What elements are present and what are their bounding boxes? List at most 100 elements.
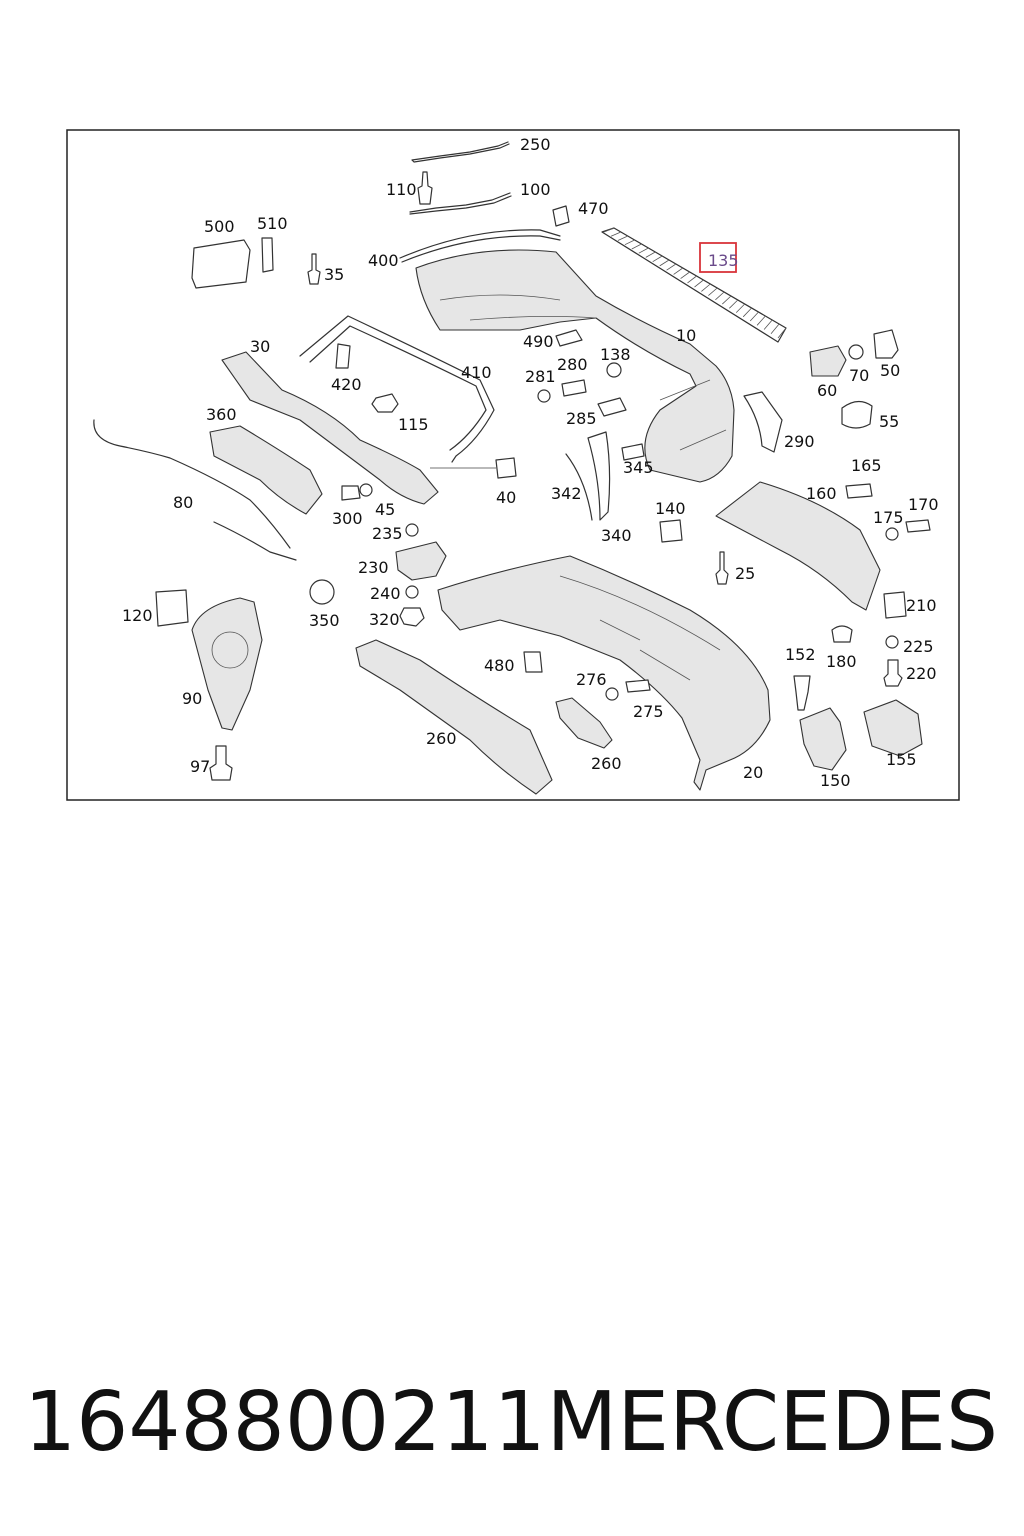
label-20: 20 [743,763,763,782]
label-175: 175 [873,508,904,527]
bolt-170 [905,519,931,533]
bracket-360 [209,425,323,515]
label-250: 250 [520,135,551,154]
washer-225 [885,635,899,649]
bolt-345 [621,443,645,461]
label-160: 160 [806,484,837,503]
label-140: 140 [655,499,686,518]
label-240: 240 [370,584,401,603]
label-45: 45 [375,500,395,519]
lower-cover-160 [715,481,881,611]
label-97: 97 [190,757,210,776]
label-300: 300 [332,509,363,528]
cover-120 [155,589,189,627]
label-281: 281 [525,367,556,386]
label-260-right: 260 [591,754,622,773]
label-280: 280 [557,355,588,374]
label-275: 275 [633,702,664,721]
bumper-lower-20 [437,555,771,791]
callout-labels: 250 110 100 470 500 510 400 35 135 10 49… [122,135,939,790]
trim-strip-100 [409,192,512,215]
clip-480 [523,651,543,673]
label-138: 138 [600,345,631,364]
washer-235 [405,523,419,537]
label-90: 90 [182,689,202,708]
side-bracket-30 [221,351,439,505]
label-150: 150 [820,771,851,790]
clip-115 [371,393,399,413]
label-480: 480 [484,656,515,675]
bumper-upper-10 [415,249,735,483]
screw-35 [307,253,321,285]
label-276: 276 [576,670,607,689]
label-50: 50 [880,361,900,380]
nut-300 [341,485,361,501]
washer-45 [359,483,373,497]
guide-155 [863,699,923,757]
clip-470 [552,205,570,227]
label-165: 165 [851,456,882,475]
nut-320 [399,607,425,627]
label-470: 470 [578,199,609,218]
screw-25 [715,551,729,585]
label-55: 55 [879,412,899,431]
highlight-box-135 [699,242,737,273]
clip-152 [793,675,811,711]
trim-290 [743,391,783,453]
sensor-50 [873,329,899,359]
brand-text: MERCEDES [546,1375,998,1470]
caption-bar: 1648800211 MERCEDES [0,1368,1024,1478]
bracket-230 [395,541,447,581]
label-220: 220 [906,664,937,683]
washer-138 [606,362,622,378]
label-285: 285 [566,409,597,428]
bolt-165 [845,483,873,499]
sensor-40 [495,457,517,479]
bolt-97 [209,745,233,781]
cover-500 [191,239,251,289]
bracket-260-long [355,639,553,795]
bolt-280 [561,379,587,397]
label-410: 410 [461,363,492,382]
washer-281 [537,389,551,403]
label-510: 510 [257,214,288,233]
label-35: 35 [324,265,344,284]
clip-285 [597,397,627,417]
clip-420 [335,343,351,369]
label-180: 180 [826,652,857,671]
label-490: 490 [523,332,554,351]
label-10: 10 [676,326,696,345]
label-420: 420 [331,375,362,394]
label-120: 120 [122,606,153,625]
clip-210 [883,591,907,619]
label-345: 345 [623,458,654,477]
label-40: 40 [496,488,516,507]
grommet-350 [309,579,335,605]
bracket-60 [809,345,847,377]
label-135: 135 [708,251,739,270]
bolt-490 [555,329,583,347]
label-400: 400 [368,251,399,270]
label-350: 350 [309,611,340,630]
ring-70 [848,344,864,360]
label-320: 320 [369,610,400,629]
label-340: 340 [601,526,632,545]
label-235: 235 [372,524,403,543]
trim-342 [565,453,593,521]
label-500: 500 [204,217,235,236]
grommet-180 [831,625,853,643]
label-260-left: 260 [426,729,457,748]
label-290: 290 [784,432,815,451]
trim-strip-400 [399,229,561,263]
label-225: 225 [903,637,934,656]
label-100: 100 [520,180,551,199]
trim-340 [587,431,611,521]
washer-276 [605,687,619,701]
bracket-510 [261,237,274,273]
trim-strip-250 [411,141,510,163]
bolt-275 [625,679,651,693]
washer-240 [405,585,419,599]
washer-175 [885,527,899,541]
diagram-frame [66,129,960,801]
